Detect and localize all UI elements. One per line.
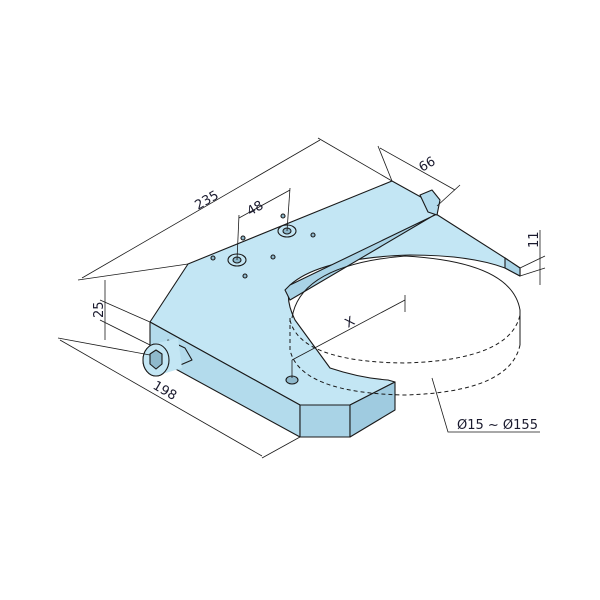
dimension-lines [57, 137, 546, 459]
top-face [149, 180, 521, 406]
arm-end-face [504, 257, 521, 277]
end-pin [419, 189, 441, 216]
dim-hole-spacing: 48 [245, 198, 267, 219]
right-front-face [349, 381, 396, 438]
adjust-knob[interactable] [142, 338, 193, 377]
clamp-part [142, 180, 521, 438]
dim-offset: X [343, 314, 358, 331]
dim-arm-thickness: 11 [527, 231, 542, 248]
dim-diameter-range: Ø15 ~ Ø155 [457, 418, 538, 433]
mounting-holes [210, 213, 316, 385]
dim-height: 25 [92, 301, 107, 318]
workpiece-circle [289, 255, 521, 396]
dim-arm-width: 66 [417, 154, 439, 175]
dim-length: 235 [193, 188, 222, 213]
corner-face [299, 404, 351, 438]
hex-socket-icon [149, 349, 163, 370]
